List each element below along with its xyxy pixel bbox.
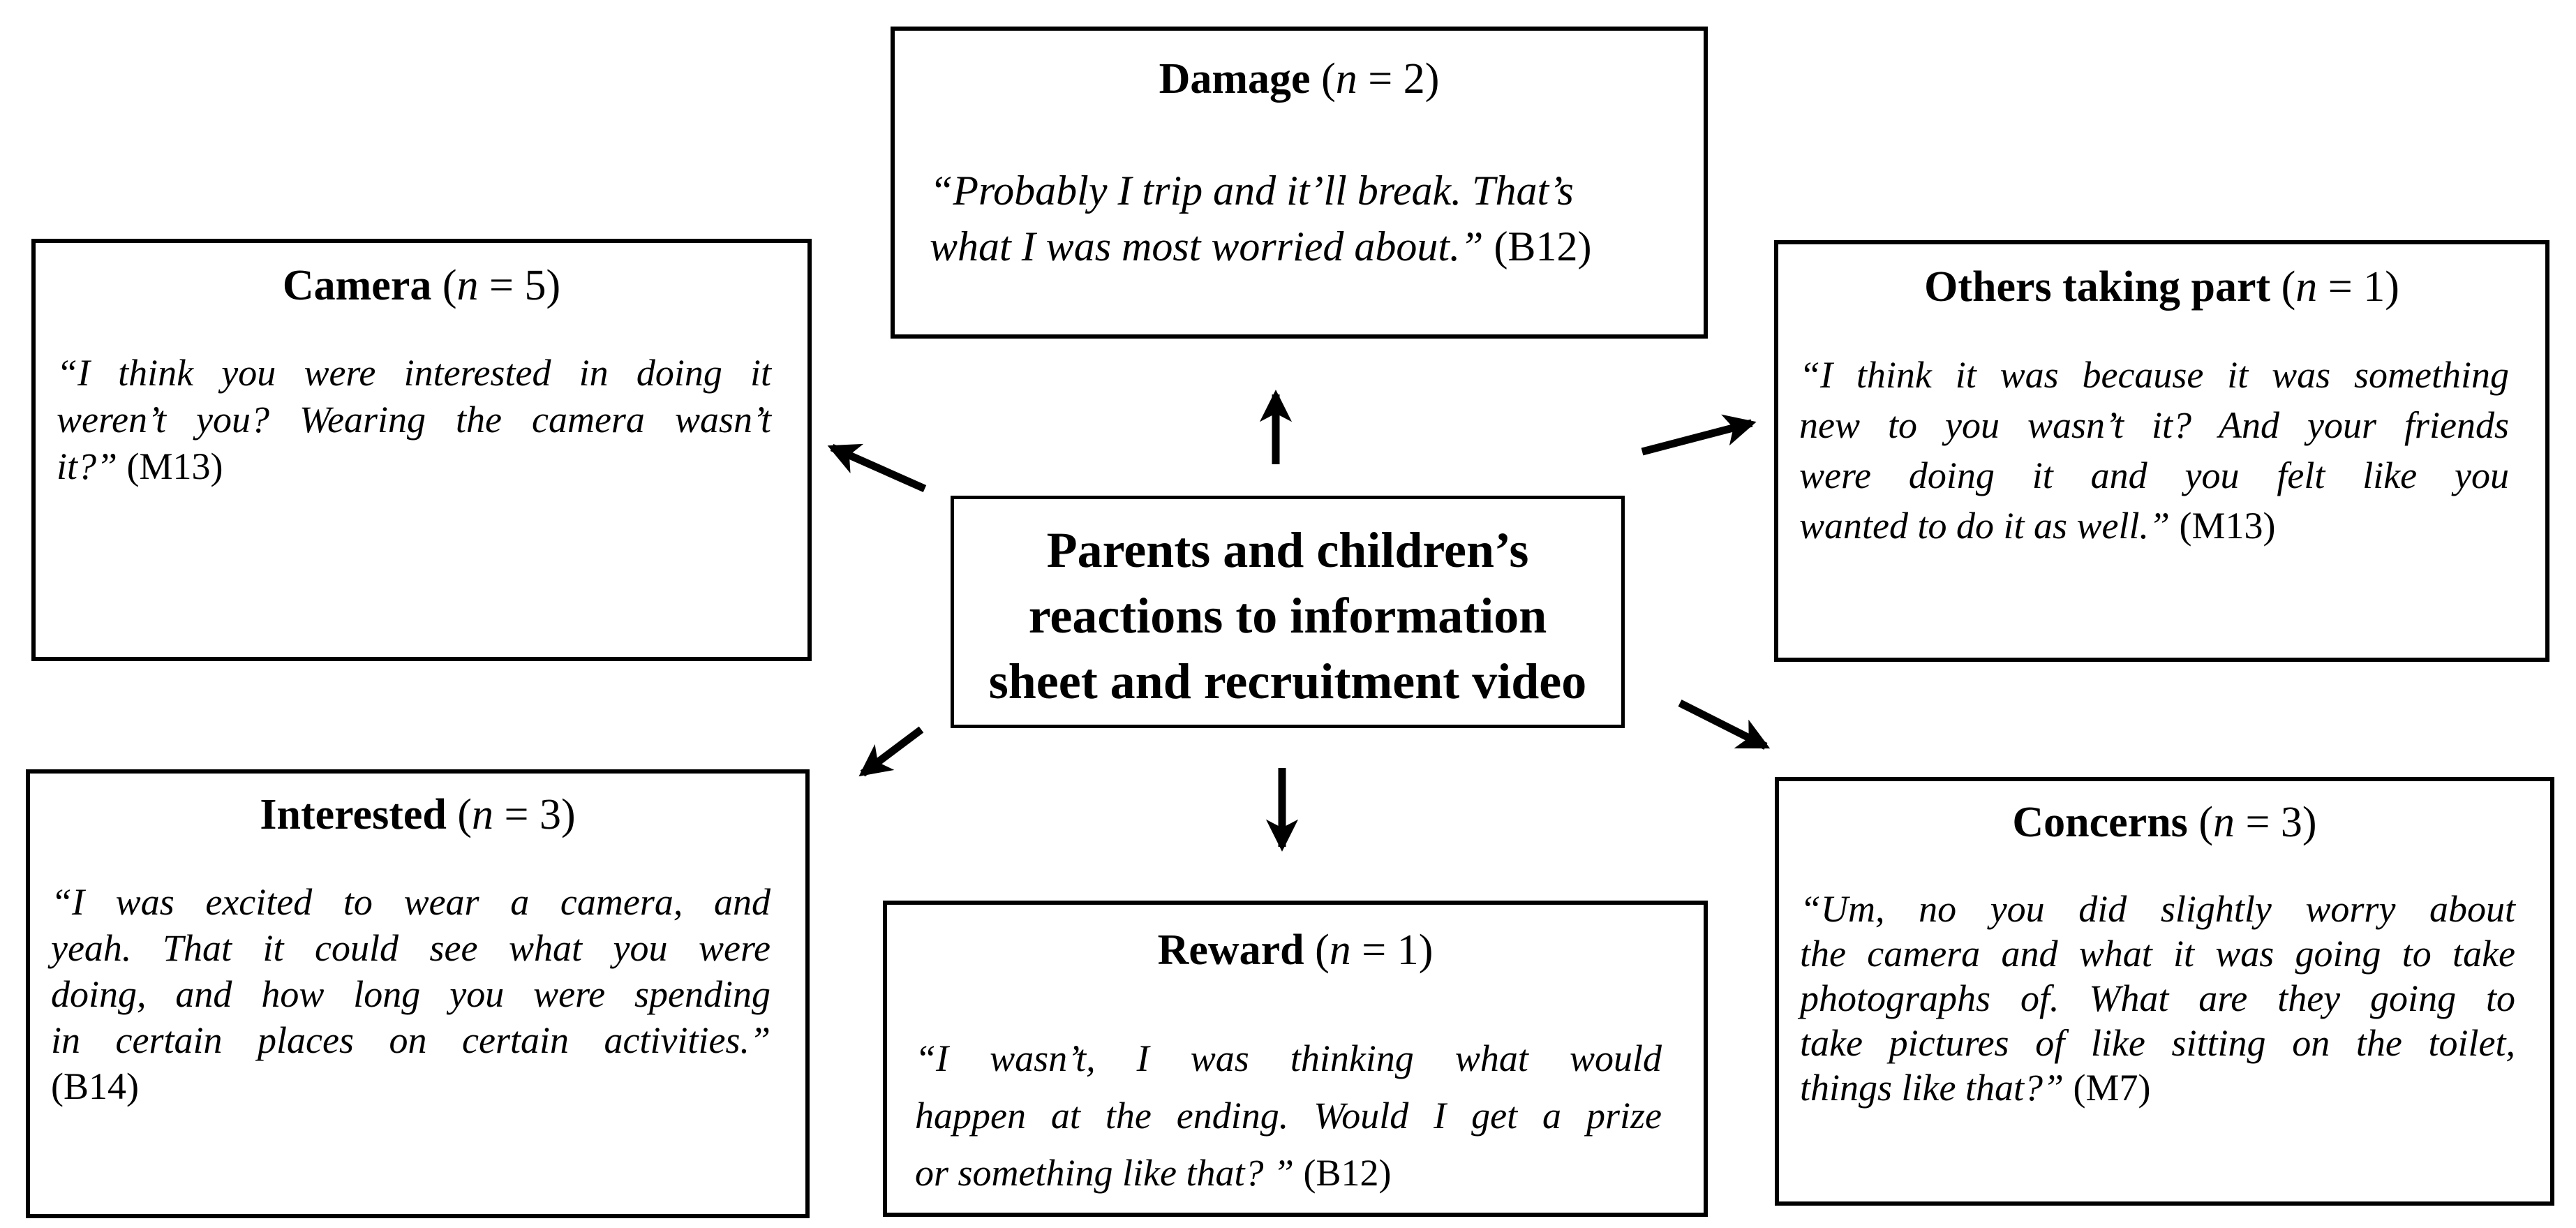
count-variable: n — [2212, 799, 2235, 846]
node-title-others: Others taking part (n = 1) — [1778, 262, 2545, 312]
center-title-line-1: Parents and children’s — [1046, 522, 1529, 578]
quote-line: “I think you were interested in doing it — [57, 352, 771, 394]
arrow-center-to-interested-icon — [858, 726, 924, 777]
center-node-box: Parents and children’s reactions to info… — [951, 496, 1625, 728]
count-value: = 2) — [1357, 55, 1440, 103]
arrow-center-to-others-icon — [1641, 414, 1757, 456]
count-value: = 1) — [1350, 926, 1434, 974]
quote-line: yeah. That it could see what you were — [51, 927, 770, 970]
quote-source: (M13) — [117, 445, 223, 488]
quote-last-line: it?” (M13) — [57, 443, 771, 490]
count-open: ( — [2270, 263, 2296, 311]
node-quote-interested: “I was excited to wear a camera, and yea… — [51, 879, 770, 1109]
quote-line: photographs of. What are they going to — [1800, 977, 2515, 1020]
count-variable: n — [472, 791, 493, 838]
node-box-others-taking-part: Others taking part (n = 1) “I think it w… — [1774, 240, 2549, 662]
arrow-center-to-camera-icon — [827, 443, 927, 493]
node-title-reward: Reward (n = 1) — [887, 926, 1704, 975]
node-box-damage: Damage (n = 2) “Probably I trip and it’l… — [891, 27, 1708, 339]
quote-text: things like that?” — [1800, 1067, 2064, 1109]
node-box-camera: Camera (n = 5) “I think you were interes… — [31, 239, 812, 661]
node-title-text: Interested — [260, 791, 447, 838]
node-box-concerns: Concerns (n = 3) “Um, no you did slightl… — [1775, 777, 2554, 1206]
quote-line: the camera and what it was going to take — [1800, 933, 2515, 975]
count-value: = 3) — [2234, 799, 2317, 846]
quote-line: “I think it was because it was something — [1799, 354, 2509, 397]
count-value: = 3) — [493, 791, 576, 838]
count-open: ( — [446, 791, 472, 838]
count-open: ( — [2187, 799, 2213, 846]
node-box-interested: Interested (n = 3) “I was excited to wea… — [26, 769, 810, 1218]
quote-line: “Um, no you did slightly worry about — [1800, 888, 2515, 931]
count-variable: n — [2295, 263, 2318, 311]
quote-last-line: wanted to do it as well.” (M13) — [1799, 501, 2509, 551]
node-title-text: Camera — [282, 262, 432, 309]
quote-source: (B12) — [1483, 223, 1592, 270]
node-title-concerns: Concerns (n = 3) — [1779, 798, 2550, 848]
count-variable: n — [1329, 926, 1351, 974]
quote-line: happen at the ending. Would I get a priz… — [915, 1095, 1662, 1137]
node-title-text: Damage — [1159, 55, 1311, 103]
node-quote-reward: “I wasn’t, I was thinking what would hap… — [915, 1030, 1662, 1201]
quote-last-line: things like that?” (M7) — [1800, 1065, 2515, 1110]
quote-source: (B14) — [51, 1065, 139, 1108]
quote-line: “Probably I trip and it’ll break. That’s — [930, 168, 1574, 214]
quote-line: “I wasn’t, I was thinking what would — [915, 1037, 1662, 1080]
quote-line: were doing it and you felt like you — [1799, 454, 2509, 497]
quote-text: wanted to do it as well.” — [1799, 505, 2171, 547]
quote-last-line: what I was most worried about.” (B12) — [930, 219, 1662, 274]
quote-line: doing, and how long you were spending — [51, 973, 770, 1016]
quote-text: what I was most worried about.” — [930, 223, 1484, 270]
node-quote-others: “I think it was because it was something… — [1799, 350, 2509, 551]
center-node-title: Parents and children’s reactions to info… — [954, 517, 1621, 714]
node-quote-concerns: “Um, no you did slightly worry about the… — [1800, 887, 2515, 1110]
count-open: ( — [1304, 926, 1330, 974]
center-title-line-2: reactions to information — [1028, 588, 1547, 644]
quote-source: (B12) — [1293, 1152, 1392, 1194]
node-title-camera: Camera (n = 5) — [36, 261, 807, 311]
count-value: = 5) — [478, 262, 561, 309]
node-title-interested: Interested (n = 3) — [30, 790, 805, 840]
quote-line: new to you wasn’t it? And your friends — [1799, 404, 2509, 447]
node-box-reward: Reward (n = 1) “I wasn’t, I was thinking… — [883, 901, 1708, 1217]
quote-line: weren’t you? Wearing the camera wasn’t — [57, 399, 771, 441]
quote-source: (M7) — [2064, 1067, 2151, 1109]
node-title-text: Others taking part — [1924, 263, 2271, 311]
quote-line: in certain places on certain activities.… — [51, 1019, 770, 1062]
quote-line: take pictures of like sitting on the toi… — [1800, 1022, 2515, 1065]
count-variable: n — [456, 262, 479, 309]
center-title-line-3: sheet and recruitment video — [988, 653, 1587, 709]
node-quote-camera: “I think you were interested in doing it… — [57, 350, 771, 490]
node-title-text: Reward — [1157, 926, 1304, 974]
quote-last-line: or something like that? ” (B12) — [915, 1144, 1662, 1201]
quote-text: it?” — [57, 445, 118, 488]
quote-last-line: (B14) — [51, 1063, 770, 1109]
quote-source: (M13) — [2170, 505, 2276, 547]
count-open: ( — [1310, 55, 1336, 103]
arrow-center-to-concerns-icon — [1678, 700, 1771, 750]
count-open: ( — [431, 262, 457, 309]
quote-text: or something like that? ” — [915, 1152, 1294, 1194]
quote-line: “I was excited to wear a camera, and — [51, 881, 770, 924]
node-title-damage: Damage (n = 2) — [895, 54, 1704, 104]
count-variable: n — [1335, 55, 1357, 103]
node-quote-damage: “Probably I trip and it’ll break. That’s… — [930, 163, 1662, 274]
count-value: = 1) — [2317, 263, 2399, 311]
node-title-text: Concerns — [2012, 799, 2188, 846]
